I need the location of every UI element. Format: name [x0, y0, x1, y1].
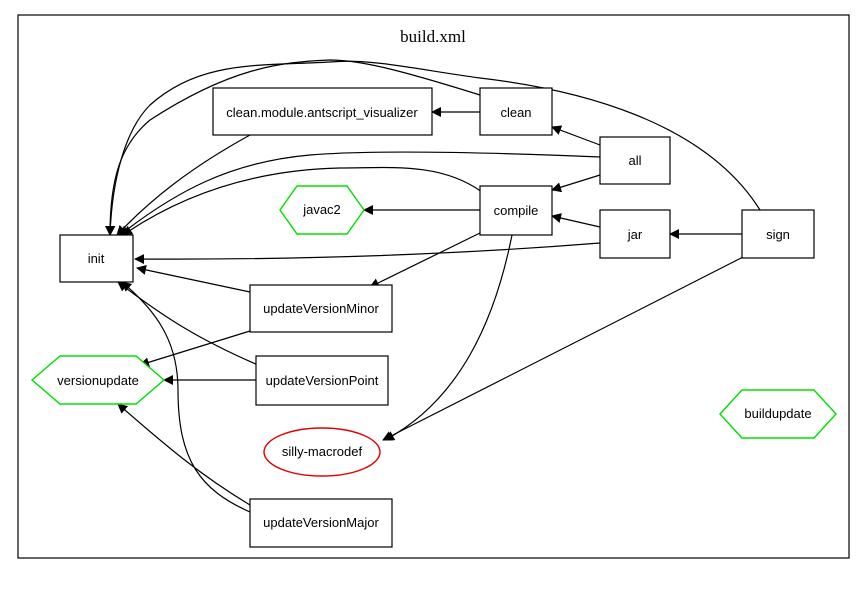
edge-compile-to-silly-macrodef [384, 234, 513, 441]
node-label: versionupdate [57, 373, 139, 388]
node-versionupdate[interactable]: versionupdate [30, 355, 166, 405]
node-label: jar [627, 227, 643, 242]
edge-jar-to-init [134, 242, 601, 265]
edge-compile-to-init [122, 166, 483, 236]
edge-all-to-init [119, 151, 601, 236]
node-label: javac2 [302, 202, 341, 217]
edges [105, 59, 761, 513]
node-label: updateVersionMinor [263, 301, 379, 316]
edge-update-version-minor-to-versionupdate [139, 330, 251, 368]
node-init[interactable]: init [59, 234, 134, 283]
edge-compile-to-update-version-minor [369, 231, 483, 288]
node-label: init [88, 251, 105, 266]
node-buildupdate[interactable]: buildupdate [719, 389, 837, 439]
node-label: compile [494, 203, 539, 218]
node-clean[interactable]: clean [479, 87, 553, 136]
node-label: updateVersionMajor [263, 515, 379, 530]
node-clean-module-antscript-visualizer[interactable]: clean.module.antscript_visualizer [212, 87, 433, 136]
edge-sign-to-init [105, 60, 761, 236]
node-label: clean.module.antscript_visualizer [226, 105, 418, 120]
node-label: silly-macrodef [282, 444, 363, 459]
edge-update-version-major-to-versionupdate [117, 403, 251, 506]
edge-all-to-clean [551, 125, 601, 146]
edge-sign-to-silly-macrodef [382, 255, 746, 441]
node-label: clean [500, 105, 531, 120]
edge-update-version-point-to-init [117, 281, 259, 366]
node-silly-macrodef[interactable]: silly-macrodef [263, 427, 381, 477]
node-all[interactable]: all [599, 136, 671, 185]
edge-jar-to-compile [551, 213, 601, 228]
nodes: clean.module.antscript_visualizer clean … [30, 87, 837, 548]
node-update-version-minor[interactable]: updateVersionMinor [249, 284, 393, 333]
node-label: updateVersionPoint [266, 373, 379, 388]
edge-update-version-minor-to-init [136, 264, 251, 293]
node-label: buildupdate [744, 406, 811, 421]
node-update-version-point[interactable]: updateVersionPoint [255, 355, 389, 406]
node-compile[interactable]: compile [479, 185, 553, 236]
graph-frame [17, 14, 850, 559]
diagram-title: build.xml [400, 27, 466, 46]
node-label: all [628, 153, 641, 168]
edge-all-to-compile [551, 174, 601, 193]
edge-update-version-major-to-init [121, 281, 251, 513]
node-label: sign [766, 227, 790, 242]
node-jar[interactable]: jar [599, 209, 671, 259]
node-javac2[interactable]: javac2 [279, 185, 365, 235]
edge-clean-module-to-init [116, 134, 251, 236]
node-update-version-major[interactable]: updateVersionMajor [249, 498, 393, 548]
node-sign[interactable]: sign [741, 209, 815, 259]
